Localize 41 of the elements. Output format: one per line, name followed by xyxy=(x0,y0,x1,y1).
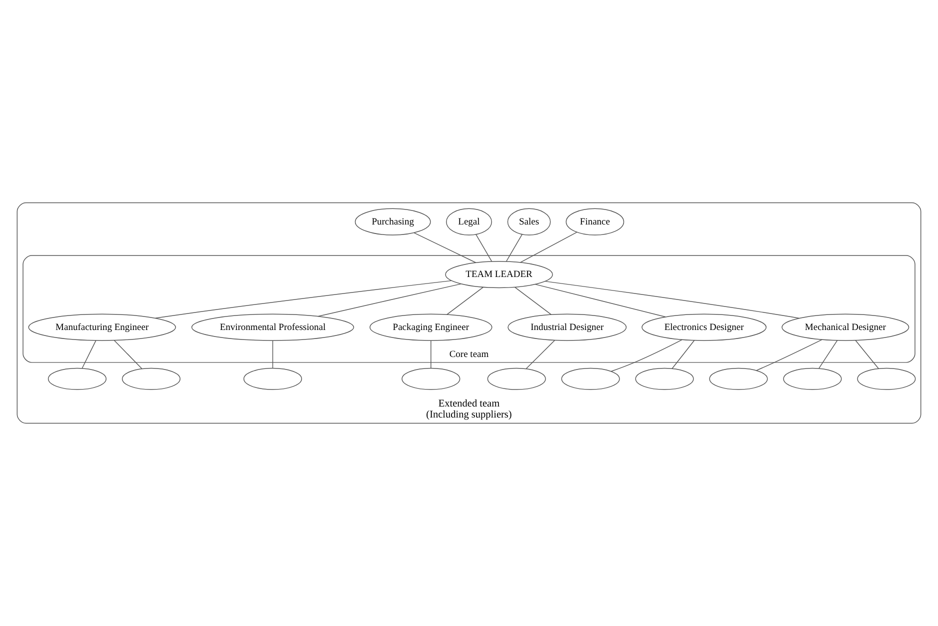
node-ellipse xyxy=(635,368,694,390)
connector xyxy=(756,339,823,371)
node-ellipse: Finance xyxy=(566,208,624,236)
connector xyxy=(476,234,492,262)
node-ellipse xyxy=(243,368,302,390)
connector xyxy=(526,340,555,369)
node-ellipse xyxy=(709,368,768,390)
node-ellipse: Legal xyxy=(446,208,492,236)
connector xyxy=(414,232,476,263)
node-ellipse xyxy=(402,368,460,390)
connector xyxy=(155,280,452,319)
connector xyxy=(520,232,578,263)
connector xyxy=(610,339,682,372)
node-ellipse: Purchasing xyxy=(354,208,431,236)
node-ellipse: Manufacturing Engineer xyxy=(28,314,176,341)
node-ellipse: Packaging Engineer xyxy=(370,314,492,341)
connector xyxy=(114,340,142,369)
connector xyxy=(534,284,666,318)
connector xyxy=(672,340,695,369)
node-ellipse xyxy=(561,368,620,390)
node-ellipse: Sales xyxy=(507,208,551,236)
connector xyxy=(818,340,838,369)
node-ellipse xyxy=(783,368,842,390)
node-ellipse xyxy=(857,368,916,390)
connector xyxy=(272,340,274,368)
node-ellipse: TEAM LEADER xyxy=(445,261,553,288)
connector xyxy=(430,340,432,368)
connector xyxy=(317,284,462,317)
connector xyxy=(82,340,96,369)
connector xyxy=(855,340,879,369)
node-ellipse xyxy=(122,368,180,390)
connector xyxy=(506,234,522,262)
connector xyxy=(544,280,800,319)
connector xyxy=(446,286,484,315)
node-ellipse: Electronics Designer xyxy=(642,314,767,341)
node-ellipse: Environmental Professional xyxy=(191,314,354,341)
node-ellipse xyxy=(48,368,106,390)
node-ellipse: Industrial Designer xyxy=(508,314,627,341)
connector xyxy=(514,286,552,315)
node-ellipse xyxy=(487,368,546,390)
node-ellipse: Mechanical Designer xyxy=(782,314,910,341)
